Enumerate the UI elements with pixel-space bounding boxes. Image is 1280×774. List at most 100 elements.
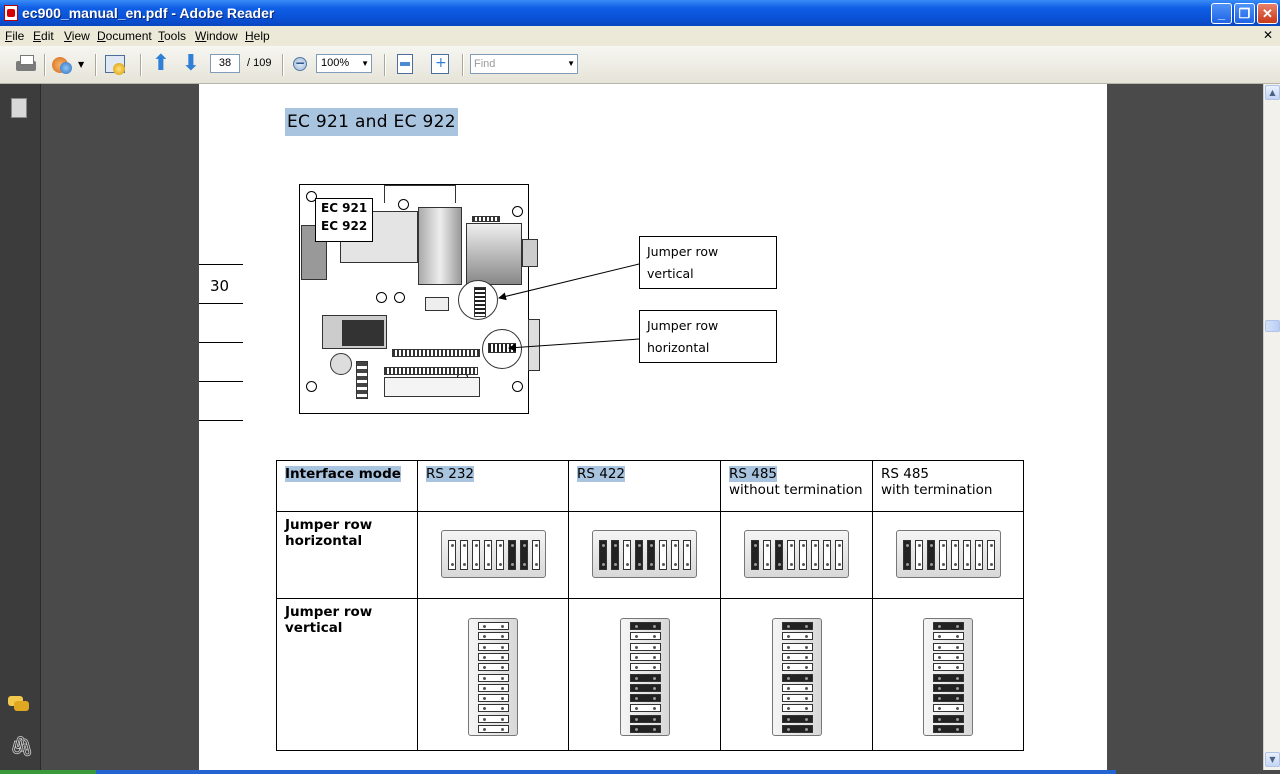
document-view[interactable]: EC 921 and EC 922 30 — [41, 84, 1263, 770]
header-label: RS 422 — [577, 466, 626, 482]
review-icon[interactable] — [105, 55, 127, 75]
menu-view[interactable]: View — [64, 29, 90, 43]
header-rs422: RS 422 — [568, 460, 721, 512]
jumper-pin — [611, 540, 619, 570]
row-label: horizontal — [285, 533, 363, 549]
page-number: 30 — [210, 277, 230, 295]
page-number-input[interactable]: 38 — [210, 54, 240, 73]
header-interface-mode: Interface mode — [276, 460, 418, 512]
fit-page-icon[interactable] — [397, 54, 413, 74]
document-close-icon[interactable]: ✕ — [1263, 28, 1274, 42]
jumper-pin — [478, 642, 509, 651]
connector-block — [466, 223, 522, 285]
collaborate-dropdown-icon[interactable]: ▼ — [78, 60, 85, 69]
jumper-pin — [683, 540, 691, 570]
jumper-pin — [781, 673, 813, 682]
fit-width-icon[interactable] — [431, 54, 449, 74]
maximize-button[interactable]: ❐ — [1234, 3, 1255, 24]
arrow-down-icon[interactable]: ⬇ — [181, 51, 201, 76]
jumper-pin — [986, 540, 995, 570]
margin-rule — [199, 264, 243, 265]
jumper-pin — [933, 694, 964, 703]
paperclip-icon[interactable]: 🖇 — [9, 734, 35, 758]
adobe-reader-icon — [4, 5, 18, 21]
antenna-connector — [522, 239, 538, 267]
menu-file[interactable]: File — [5, 29, 25, 43]
minimize-button[interactable]: _ — [1211, 3, 1232, 24]
start-button-edge — [0, 770, 96, 774]
close-button[interactable]: ✕ — [1257, 3, 1278, 24]
jumper-pin — [478, 694, 509, 703]
jumper-vertical-rs422 — [568, 598, 721, 751]
menu-bar: File Edit View Document Tools Window Hel… — [0, 26, 1280, 46]
jumper-pin — [950, 540, 959, 570]
toolbar-separator — [462, 54, 464, 76]
menu-window[interactable]: Window — [195, 29, 238, 43]
scroll-down-icon[interactable]: ▼ — [1265, 752, 1280, 767]
collaborate-icon[interactable] — [52, 55, 74, 75]
chevron-down-icon[interactable]: ▼ — [567, 59, 575, 68]
callout-line: Jumper row — [647, 244, 719, 259]
jumper-pin — [781, 632, 813, 641]
toolbar-separator — [384, 54, 386, 76]
comments-icon[interactable] — [8, 696, 30, 712]
vertical-jumper-diagram — [619, 618, 670, 736]
zoom-select[interactable]: 100%▼ — [316, 54, 372, 73]
jumper-pin — [933, 725, 964, 733]
jumper-pin — [629, 683, 661, 692]
mounting-hole — [306, 381, 317, 392]
jumper-vertical-rs485-without — [720, 598, 873, 751]
horizontal-jumper-diagram — [895, 530, 1001, 578]
arrow-up-icon[interactable]: ⬆ — [151, 51, 171, 76]
jumper-pin — [933, 652, 964, 661]
print-icon[interactable] — [15, 55, 37, 75]
title-bar: ec900_manual_en.pdf - Adobe Reader _ ❐ ✕ — [0, 0, 1280, 26]
header-pins — [472, 216, 500, 222]
jumper-pin — [823, 540, 831, 570]
arrow-to-vertical-jumper — [498, 263, 640, 301]
header-sublabel: with termination — [881, 482, 993, 498]
jumper-pin — [781, 663, 813, 672]
menu-document[interactable]: Document — [97, 29, 152, 43]
vertical-scrollbar[interactable]: ▲ ▼ — [1263, 84, 1280, 770]
header-label: RS 232 — [426, 466, 475, 482]
find-placeholder: Find — [474, 58, 496, 70]
jumper-pin — [478, 622, 509, 630]
chevron-down-icon[interactable]: ▼ — [361, 59, 369, 68]
jumper-pin — [519, 540, 528, 570]
zoom-out-icon[interactable]: − — [293, 56, 307, 71]
jumper-pin — [629, 704, 661, 713]
jumper-pin — [531, 540, 540, 570]
jumper-pin — [599, 540, 607, 570]
jumper-pin — [775, 540, 783, 570]
jumper-pin — [781, 652, 813, 661]
scroll-up-icon[interactable]: ▲ — [1265, 85, 1280, 100]
row-label: Jumper row — [285, 604, 373, 620]
header-label: Interface mode — [285, 466, 401, 482]
callout-vertical: Jumper row vertical — [639, 236, 777, 289]
header-label: RS 485 — [881, 466, 930, 482]
jumper-pin — [629, 725, 661, 733]
terminal-pins — [392, 349, 480, 357]
jumper-pin — [478, 673, 509, 682]
jumper-pin — [629, 642, 661, 651]
jumper-pin — [659, 540, 667, 570]
pages-icon[interactable] — [8, 95, 27, 118]
menu-tools[interactable]: Tools — [158, 29, 187, 43]
jumper-pin — [811, 540, 819, 570]
scroll-thumb[interactable] — [1265, 320, 1280, 332]
jumper-pin — [483, 540, 492, 570]
menu-edit[interactable]: Edit — [33, 29, 54, 43]
margin-rule — [199, 342, 243, 343]
jumper-horizontal-rs232 — [417, 511, 569, 599]
row-label: Jumper row — [285, 517, 373, 533]
board-label-line: EC 922 — [321, 219, 368, 233]
circuit-board-diagram: EC 921 EC 922 — [299, 184, 540, 414]
menu-help[interactable]: Help — [245, 29, 270, 43]
find-input[interactable]: Find ▼ — [470, 54, 578, 74]
arrow-to-horizontal-jumper — [508, 338, 640, 352]
jumper-pin — [459, 540, 468, 570]
